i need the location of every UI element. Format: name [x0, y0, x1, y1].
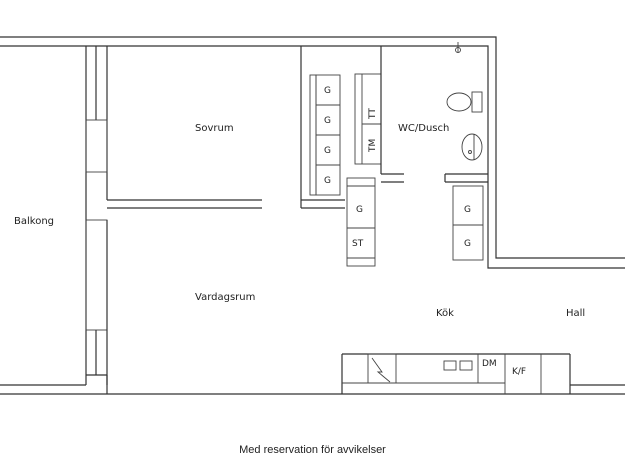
- room-label-sovrum: Sovrum: [195, 123, 234, 134]
- room-label-balkong: Balkong: [14, 216, 54, 227]
- dryer-label: TT: [368, 108, 378, 120]
- room-label-wc-dusch: WC/Dusch: [398, 123, 449, 134]
- outer-walls: [0, 36, 625, 395]
- wardrobe-label: G: [464, 239, 471, 249]
- bedroom-walls: [107, 46, 345, 209]
- wardrobe-label: G: [464, 205, 471, 215]
- wardrobe-label: G: [324, 116, 331, 126]
- wardrobes-bedroom: [309, 74, 341, 196]
- wardrobe-label: G: [324, 86, 331, 96]
- wardrobe-label: G: [324, 176, 331, 186]
- kitchen-wardrobes: [452, 185, 484, 261]
- room-label-kok: Kök: [436, 308, 454, 319]
- cleaning-cabinet-label: ST: [352, 239, 364, 249]
- washer-label: TM: [368, 139, 378, 153]
- dishwasher-label: DM: [482, 359, 497, 369]
- bathroom-walls: [380, 42, 488, 183]
- hall-wardrobes-left: [346, 177, 376, 267]
- balcony-wall: [85, 46, 108, 394]
- kitchen-counter: [341, 353, 571, 394]
- room-label-hall: Hall: [566, 308, 585, 319]
- wardrobe-label: G: [324, 146, 331, 156]
- fridge-freezer-label: K/F: [512, 367, 526, 377]
- wardrobe-label: G: [356, 205, 363, 215]
- disclaimer-caption: Med reservation för avvikelser: [239, 444, 386, 456]
- room-label-vardagsrum: Vardagsrum: [195, 292, 255, 303]
